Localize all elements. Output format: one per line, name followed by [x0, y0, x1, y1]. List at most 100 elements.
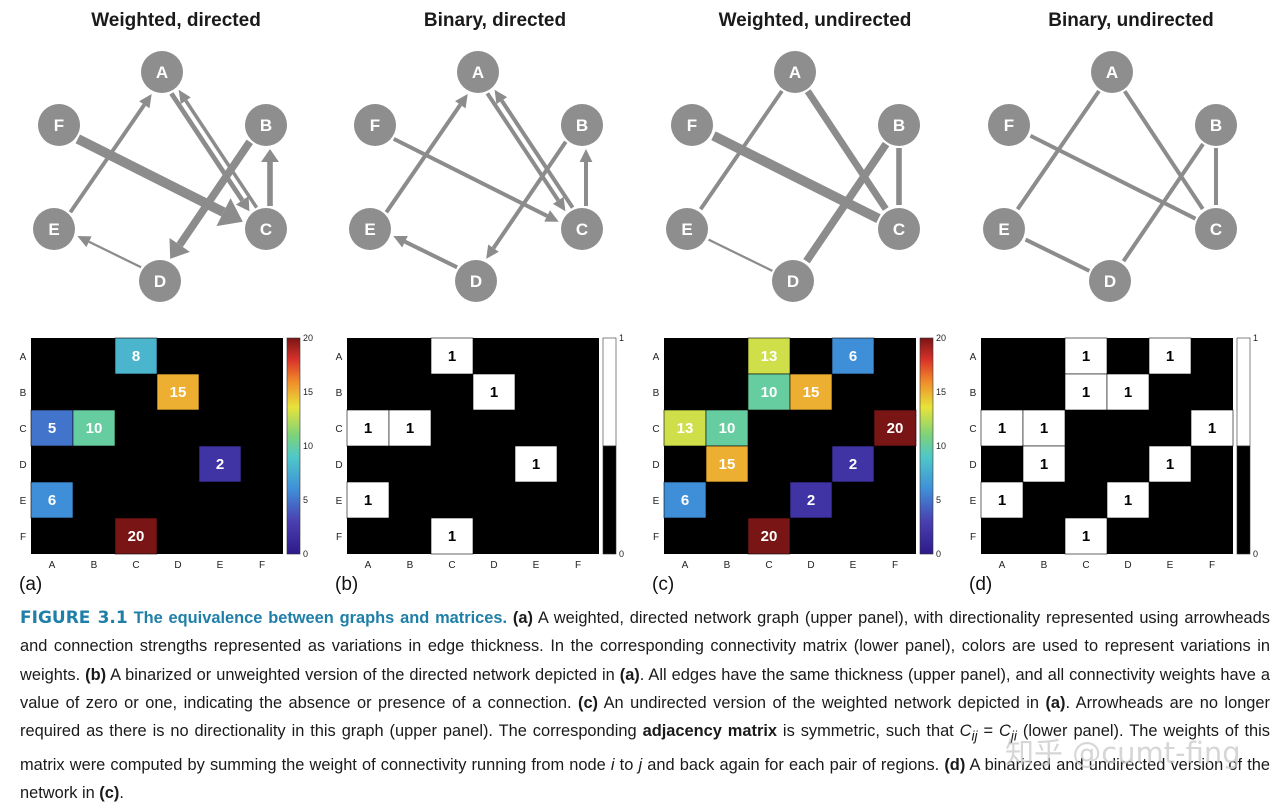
node-circle	[455, 260, 497, 302]
edge-C-A	[494, 89, 575, 209]
cell-value: 1	[1166, 348, 1174, 365]
symbol-cji: Cji	[999, 722, 1017, 744]
edge-line	[500, 99, 575, 209]
cell-value: 1	[490, 384, 498, 401]
edge-line	[404, 239, 458, 270]
cell-value: 1	[406, 420, 414, 437]
colorbar-tick: 0	[303, 549, 308, 559]
node-label: A	[1106, 63, 1118, 82]
matrix-cell: 1	[980, 409, 1024, 447]
x-tick-label: E	[217, 560, 224, 571]
node-D: D	[455, 260, 497, 302]
panel-title: Binary, undirected	[1048, 10, 1213, 31]
node-E: E	[349, 208, 391, 250]
edge-D-E	[393, 235, 458, 270]
matrix-cell: 5	[30, 409, 74, 447]
y-tick-label: C	[335, 424, 342, 435]
arrowhead-icon	[261, 149, 279, 162]
arrowhead-icon	[216, 198, 243, 227]
node-label: A	[789, 63, 801, 82]
node-D: D	[139, 260, 181, 302]
caption-text: A weighted, directed network graph (uppe…	[20, 609, 1270, 684]
arrowhead-icon	[169, 237, 190, 259]
edge-line	[392, 137, 549, 218]
node-circle	[33, 208, 75, 250]
cell-fill	[831, 445, 875, 483]
colorbar: 10	[602, 333, 624, 559]
node-circle	[245, 104, 287, 146]
y-tick-label: A	[336, 352, 343, 363]
matrix-cell: 1	[1022, 409, 1066, 447]
node-circle	[354, 104, 396, 146]
cell-fill	[831, 337, 875, 375]
edge-C-B	[579, 149, 593, 206]
x-tick-label: F	[259, 560, 265, 571]
matrix-cell: 1	[1106, 481, 1150, 519]
matrix-cell: 20	[873, 409, 917, 447]
cell-value: 2	[216, 456, 224, 473]
edge-D-E	[77, 235, 142, 269]
y-tick-label: A	[20, 352, 27, 363]
cell-value: 8	[132, 348, 140, 365]
caption-text: and back again for each pair of regions.	[642, 755, 945, 774]
colorbar-tick: 5	[936, 495, 941, 505]
node-E: E	[983, 208, 1025, 250]
colorbar-tick: 0	[936, 549, 941, 559]
panel-letter: (c)	[652, 574, 674, 595]
node-label: C	[260, 220, 272, 239]
cell-fill	[1190, 409, 1234, 447]
colorbar-tick: 0	[619, 549, 624, 559]
cell-value: 1	[998, 420, 1006, 437]
edge-A-C	[169, 92, 250, 212]
edge-F-C	[75, 134, 243, 227]
matrix-cell: 10	[747, 373, 791, 411]
colorbar-tick: 15	[936, 387, 946, 397]
caption-text: is symmetric, such that	[777, 722, 960, 741]
node-circle	[1091, 51, 1133, 93]
cell-fill	[1064, 517, 1108, 555]
cell-value: 5	[48, 420, 56, 437]
node-circle	[983, 208, 1025, 250]
cell-value: 15	[803, 384, 820, 401]
cell-fill	[663, 481, 707, 519]
x-tick-label: A	[682, 560, 689, 571]
matrix-cell: 15	[156, 373, 200, 411]
node-label: E	[364, 220, 375, 239]
node-label: E	[681, 220, 692, 239]
node-circle	[988, 104, 1030, 146]
x-tick-label: B	[91, 560, 98, 571]
node-label: C	[576, 220, 588, 239]
panel-letter: (d)	[969, 574, 992, 595]
node-circle	[561, 104, 603, 146]
y-tick-label: E	[20, 496, 27, 507]
y-tick-label: B	[970, 388, 977, 399]
cell-fill	[789, 373, 833, 411]
node-circle	[774, 51, 816, 93]
colorbar-tick: 20	[936, 333, 946, 343]
matrix-cell: 2	[198, 445, 242, 483]
edge-line	[804, 89, 889, 211]
colorbar-white	[602, 337, 617, 447]
arrowhead-icon	[486, 244, 499, 259]
cell-fill	[1148, 337, 1192, 375]
x-tick-label: C	[765, 560, 772, 571]
node-B: B	[1195, 104, 1237, 146]
matrix-cell: 1	[346, 481, 390, 519]
matrix-cell: 10	[72, 409, 116, 447]
arrowhead-icon	[393, 235, 408, 248]
node-label: D	[787, 272, 799, 291]
figure-number: FIGURE 3.1	[20, 608, 128, 628]
y-tick-label: B	[336, 388, 343, 399]
node-circle	[561, 208, 603, 250]
colorbar-tick: 20	[303, 333, 313, 343]
cell-value: 1	[1082, 384, 1090, 401]
cell-value: 1	[1082, 348, 1090, 365]
symbol-cij: Cij	[959, 722, 978, 744]
cell-fill	[1064, 337, 1108, 375]
x-tick-label: C	[132, 560, 139, 571]
y-tick-label: D	[19, 460, 26, 471]
matrix-cell: 1	[514, 445, 558, 483]
